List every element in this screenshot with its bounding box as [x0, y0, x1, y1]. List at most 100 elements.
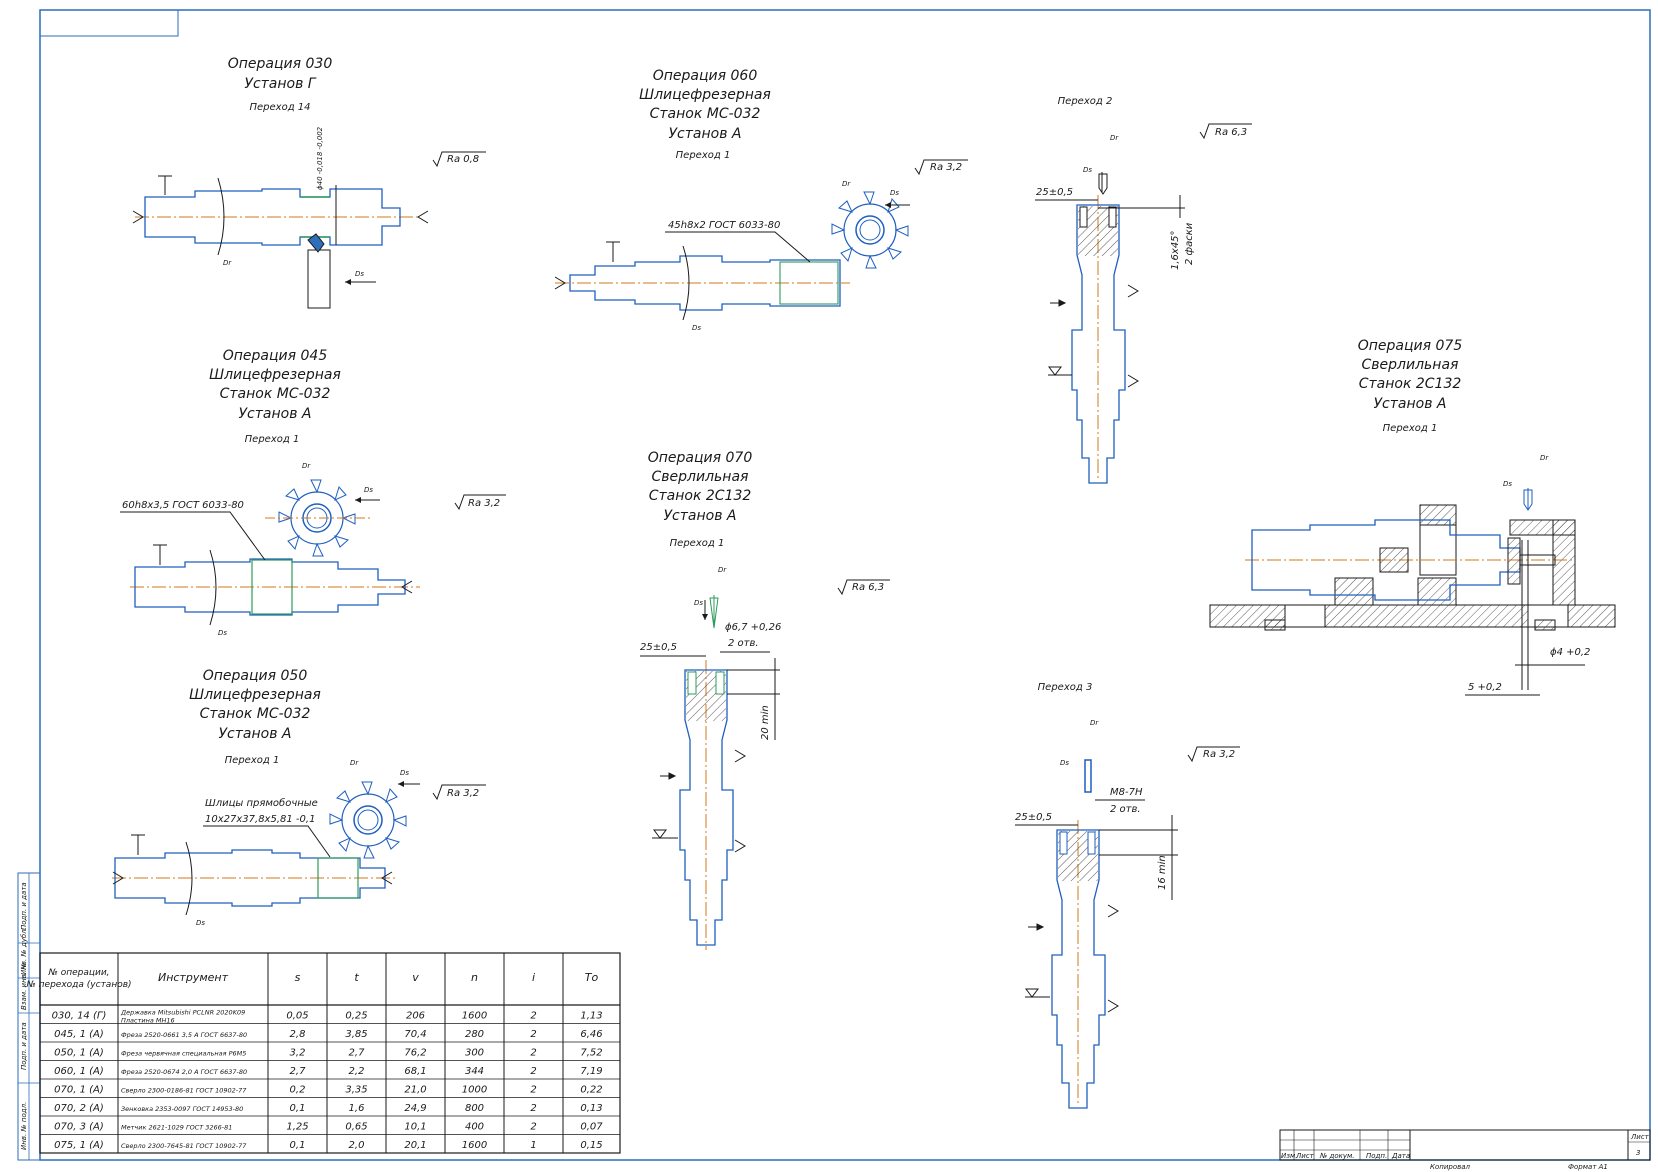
table-cell: 20,1	[404, 1140, 426, 1151]
table-cell: 10,1	[404, 1121, 426, 1132]
table-cell: 0,1	[290, 1140, 306, 1151]
svg-text:Ds: Ds	[1503, 480, 1512, 488]
op070-title-0: Операция 070	[648, 450, 753, 466]
table-cell: 2,8	[290, 1029, 306, 1040]
table-cell: 0,13	[580, 1103, 602, 1114]
table-cell: 0,22	[580, 1084, 602, 1095]
p2-dim-1: 1,6x45°	[1170, 230, 1181, 270]
op075-sketch: Операция 075 Сверлильная Станок 2С132 Ус…	[1209, 338, 1616, 696]
op030-dim: ϕ40 -0,018 -0,002	[316, 126, 324, 190]
table-cell: 050, 1 (А)	[54, 1047, 104, 1058]
svg-text:Ds: Ds	[890, 189, 899, 197]
p2-transition: Переход 2	[1058, 96, 1113, 107]
op070-dim-3: 20 min	[760, 705, 771, 740]
table-cell: 24,9	[404, 1103, 426, 1114]
op070-transition: Переход 1	[670, 538, 725, 549]
p3-shaft	[1051, 829, 1106, 1109]
table-cell: 3,35	[345, 1084, 367, 1095]
p2-dim-2: 2 фаски	[1184, 222, 1195, 265]
op060-shaft	[569, 255, 841, 311]
op070-title-3: Установ А	[664, 508, 737, 524]
table-cell: 800	[465, 1103, 484, 1114]
table-header-4: v	[412, 971, 419, 984]
op050-shaft	[114, 849, 386, 907]
tb-sheet-label: Лист	[1630, 1133, 1650, 1141]
table-cell-tool: Сверло 2300-0186-81 ГОСТ 10902-77	[121, 1086, 247, 1094]
svg-text:Ds: Ds	[1060, 759, 1069, 767]
op060-title-1: Шлицефрезерная	[639, 87, 771, 103]
table-cell: 030, 14 (Г)	[52, 1010, 107, 1021]
table-cell: 1	[530, 1140, 536, 1151]
op075-title-3: Установ А	[1374, 396, 1447, 412]
side-label-0: Подп. и дата	[20, 882, 28, 930]
side-label-3: Подп. и дата	[20, 1022, 28, 1070]
op050-callout-1: 10x27x37,8x5,81 -0,1	[205, 814, 315, 825]
op045-transition: Переход 1	[245, 434, 300, 445]
svg-text:Ds: Ds	[355, 270, 364, 278]
table-cell: 2,2	[349, 1066, 365, 1077]
svg-text:Ds: Ds	[692, 324, 701, 332]
table-cell: 7,19	[580, 1066, 602, 1077]
table-header-5: n	[471, 971, 478, 984]
op045-title-3: Установ А	[239, 406, 312, 422]
op075-dim-1: 5 +0,2	[1468, 682, 1502, 693]
table-cell: 0,25	[345, 1010, 367, 1021]
op050-title-0: Операция 050	[203, 668, 308, 684]
p3-sketch: Переход 3 Dr Ds 25±0,5 M8-7H 2 отв. 16 m…	[1015, 682, 1240, 1109]
op060-transition: Переход 1	[676, 150, 731, 161]
op060-title-3: Установ А	[669, 126, 742, 142]
p2-roughness: Ra 6,3	[1215, 127, 1247, 138]
op075-transition: Переход 1	[1383, 423, 1438, 434]
op060-sketch: Операция 060 Шлицефрезерная Станок МС-03…	[554, 68, 968, 332]
op045-title-0: Операция 045	[223, 348, 328, 364]
table-cell: 2,0	[349, 1140, 365, 1151]
cutting-modes-table: № операции,№ перехода (установ)Инструмен…	[25, 952, 621, 1154]
corner-stamp	[39, 9, 179, 37]
table-cell: 68,1	[404, 1066, 426, 1077]
table-cell: 0,65	[345, 1121, 367, 1132]
op075-title-1: Сверлильная	[1362, 357, 1459, 373]
svg-text:Ds: Ds	[218, 629, 227, 637]
table-cell: 2	[530, 1103, 536, 1114]
p3-dim-3: 16 min	[1157, 855, 1168, 890]
table-cell-tool: Фреза 2520-0661 3,5 А ГОСТ 6637-80	[121, 1031, 247, 1039]
table-cell: 0,1	[290, 1103, 306, 1114]
table-header-1: Инструмент	[158, 971, 229, 984]
table-cell-tool: Сверло 2300-7645-81 ГОСТ 10902-77	[121, 1142, 247, 1150]
table-cell: 6,46	[580, 1029, 602, 1040]
table-cell: 1600	[462, 1140, 487, 1151]
svg-text:Ds: Ds	[400, 769, 409, 777]
op050-title-3: Установ А	[219, 726, 292, 742]
table-cell: 1000	[462, 1084, 487, 1095]
op070-title-1: Сверлильная	[652, 469, 749, 485]
table-cell: 0,05	[286, 1010, 308, 1021]
table-cell: 3,2	[290, 1047, 306, 1058]
drawing-frame	[39, 9, 1651, 1161]
svg-text:Dr: Dr	[718, 566, 727, 574]
svg-text:Dr: Dr	[302, 462, 311, 470]
svg-text:Dr: Dr	[223, 259, 232, 267]
title-block: Изм. Лист № докум. Подп. Дата Лист 3 Коп…	[1279, 1129, 1651, 1171]
svg-text:Ds: Ds	[364, 486, 373, 494]
tb-copied: Копировал	[1430, 1163, 1471, 1171]
table-header-7: То	[585, 971, 599, 984]
op060-title-0: Операция 060	[653, 68, 758, 84]
p2-shaft	[1071, 204, 1126, 484]
op030-transition: Переход 14	[249, 102, 310, 113]
op030-title-0: Операция 030	[228, 56, 333, 72]
table-cell: 344	[465, 1066, 484, 1077]
op070-dim-2: 2 отв.	[728, 638, 759, 649]
op070-dim-0: 25±0,5	[640, 642, 677, 653]
side-label-2: Взам. инв. №	[20, 962, 28, 1010]
op070-sketch: Операция 070 Сверлильная Станок 2С132 Ус…	[640, 450, 890, 950]
op045-roughness: Ra 3,2	[468, 498, 500, 509]
tb-cell-2: № докум.	[1319, 1152, 1355, 1160]
table-cell: 76,2	[404, 1047, 426, 1058]
table-cell: 2	[530, 1047, 536, 1058]
op045-sketch: Операция 045 Шлицефрезерная Станок МС-03…	[120, 348, 506, 637]
table-cell: 060, 1 (А)	[54, 1066, 104, 1077]
table-cell: 70,4	[404, 1029, 426, 1040]
side-label-4: Инв. № подл.	[20, 1102, 28, 1150]
table-header-0: № операции,	[47, 968, 109, 978]
table-cell: 3,85	[345, 1029, 367, 1040]
